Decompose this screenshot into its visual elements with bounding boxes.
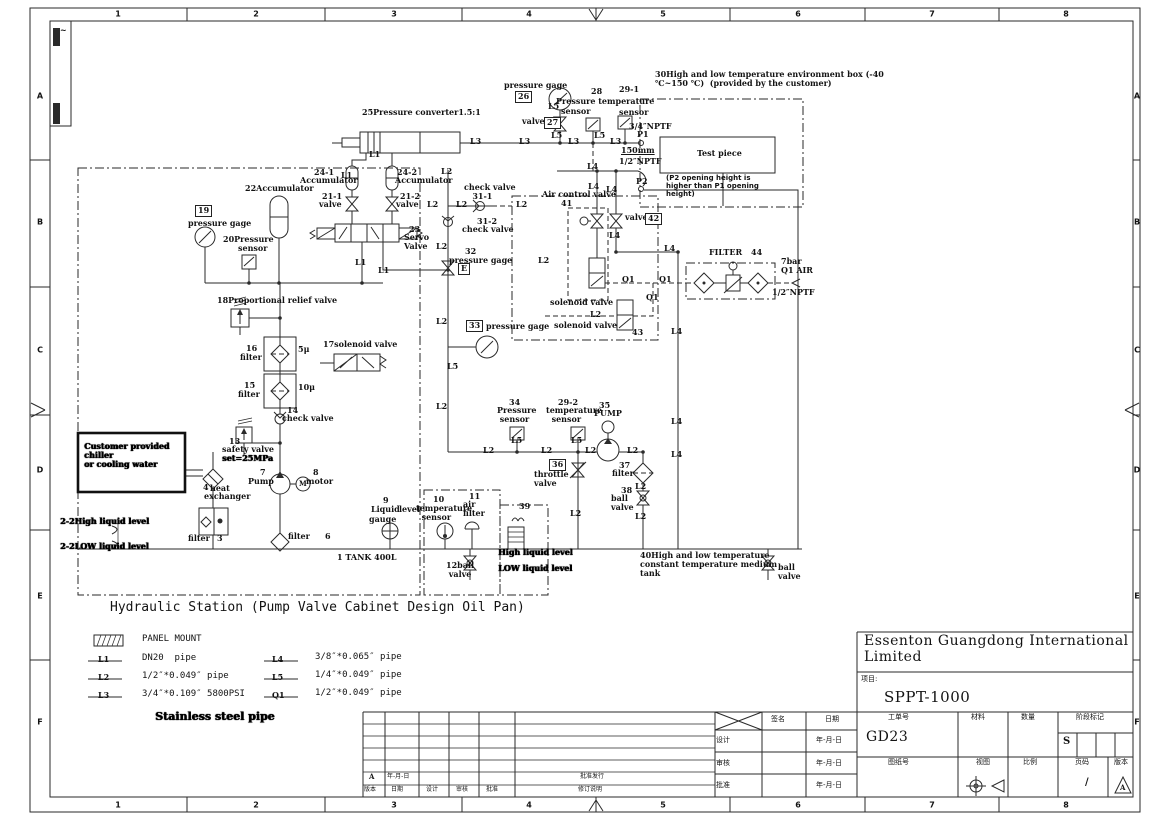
pressure-sensor-28 <box>585 117 601 143</box>
pressure-gauge-19 <box>194 226 216 283</box>
pump-7 <box>269 471 296 495</box>
relief-valve-18 <box>230 296 280 335</box>
pressure-converter-25 <box>332 131 461 154</box>
title-block <box>362 631 1133 797</box>
port-p2 <box>638 186 644 192</box>
solenoid-valve-43 <box>545 283 654 331</box>
enclosure-boxes <box>77 98 804 596</box>
temperature-sensor-29-1 <box>617 115 633 143</box>
pipe-l4-line <box>615 228 679 549</box>
ball-valve-tank-40 <box>760 549 776 580</box>
pump-35 <box>596 420 620 462</box>
solenoid-valve-air-1 <box>588 257 606 289</box>
air-control-group-boundary <box>511 195 659 341</box>
environment-box-30 <box>639 98 804 208</box>
revision-triangle-icon <box>1114 775 1132 794</box>
valve-e-32 <box>440 260 456 276</box>
center-mark-right <box>1124 402 1140 418</box>
level-switch-2 <box>111 519 119 550</box>
heater-39 <box>507 517 525 550</box>
heater-39-boundary <box>499 504 549 596</box>
check-valve-31-2 <box>441 215 455 227</box>
filter-6 <box>270 532 290 552</box>
safety-valve-13 <box>235 417 280 455</box>
filter-3 <box>198 507 229 549</box>
junction-dots <box>247 141 680 454</box>
diagonal-cell <box>714 711 763 731</box>
drain-line-to-tank-40 <box>644 189 799 549</box>
customer-chiller-box <box>76 431 187 494</box>
air-valve-inner-box <box>567 207 609 301</box>
pressure-sensor-34 <box>509 426 525 452</box>
temperature-sensor-29-2 <box>570 426 586 452</box>
motor-8 <box>295 476 311 492</box>
heat-exchanger-4 <box>185 452 224 508</box>
valve-27 <box>552 116 568 143</box>
hydraulic-station-boundary <box>77 167 421 596</box>
air-filter-regulator-44 <box>686 261 801 294</box>
center-mark-left <box>30 402 46 418</box>
third-angle-projection-icon <box>966 776 1005 796</box>
corner-strip <box>49 20 72 127</box>
accumulator-24-1 <box>344 153 367 224</box>
pressure-gauge-26 <box>548 87 572 117</box>
air-filter-11 <box>464 521 480 549</box>
pressure-gauge-33 <box>448 335 499 359</box>
ball-valve-38 <box>635 483 651 549</box>
throttle-valve-36 <box>569 452 587 549</box>
valve-42 <box>608 213 624 229</box>
test-piece <box>557 136 799 549</box>
valve-21-1-icon <box>344 196 360 212</box>
accumulator-24-2 <box>384 153 400 224</box>
legend-symbols <box>88 634 298 698</box>
port-p1 <box>638 140 644 146</box>
accumulator-22 <box>269 195 289 283</box>
ball-valve-12 <box>462 549 478 580</box>
center-mark-bottom <box>588 799 604 812</box>
filter-16 <box>263 336 297 372</box>
check-valve-14 <box>273 411 287 425</box>
liquid-level-gauge-9 <box>381 522 399 549</box>
panel-mount-icon <box>93 634 124 647</box>
filter-15 <box>263 373 297 409</box>
check-valve-31-1 <box>448 199 512 213</box>
valve-21-2-icon <box>384 196 400 212</box>
tank-accessories-boundary <box>423 489 501 596</box>
temperature-sensor-10 <box>436 522 454 549</box>
filter-37 <box>632 452 654 484</box>
drawing-frame <box>29 7 1141 813</box>
center-mark-top <box>588 8 604 21</box>
solenoid-valve-17 <box>320 353 387 372</box>
filter-44-boundary <box>685 262 776 300</box>
pressure-sensor-20 <box>241 254 257 283</box>
servo-valve-23 <box>309 223 448 283</box>
air-control-valve-41 <box>579 213 605 258</box>
